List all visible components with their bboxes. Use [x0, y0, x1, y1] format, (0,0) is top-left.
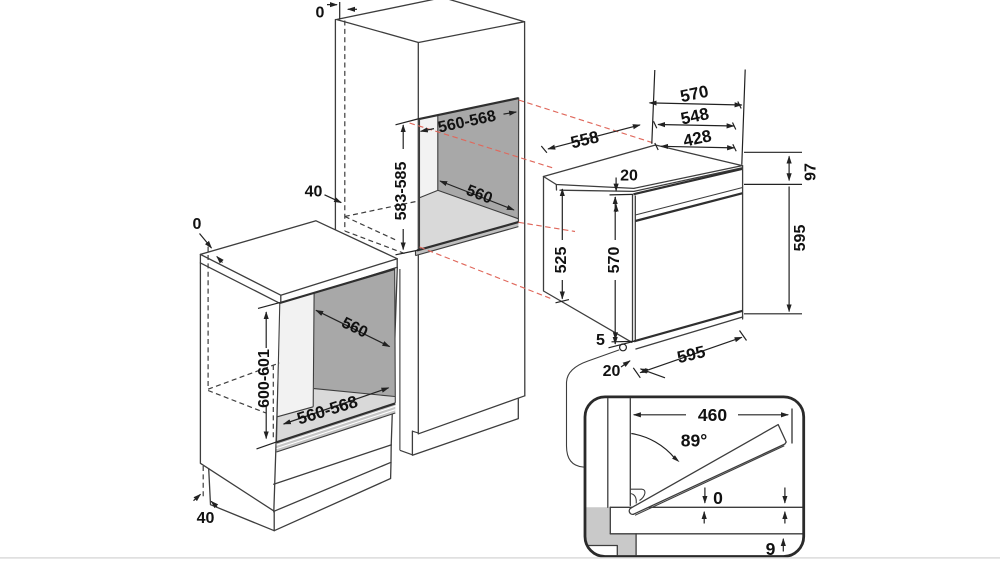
svg-text:570: 570	[606, 247, 623, 274]
svg-text:9: 9	[766, 539, 776, 559]
svg-text:583-585: 583-585	[393, 162, 410, 221]
svg-text:558: 558	[569, 127, 601, 152]
svg-text:600-601: 600-601	[256, 349, 273, 408]
svg-text:5: 5	[596, 332, 605, 349]
svg-text:570: 570	[679, 82, 711, 106]
svg-text:0: 0	[713, 488, 723, 508]
svg-text:20: 20	[620, 168, 638, 185]
svg-text:525: 525	[553, 247, 570, 274]
svg-text:20: 20	[603, 363, 621, 380]
svg-text:0: 0	[193, 216, 202, 233]
svg-text:40: 40	[197, 510, 215, 527]
svg-text:460: 460	[698, 405, 727, 425]
svg-text:89°: 89°	[681, 431, 707, 451]
svg-text:595: 595	[675, 342, 707, 367]
svg-text:97: 97	[803, 163, 820, 181]
svg-text:0: 0	[316, 5, 325, 22]
svg-text:595: 595	[792, 225, 809, 252]
svg-text:40: 40	[305, 184, 323, 201]
